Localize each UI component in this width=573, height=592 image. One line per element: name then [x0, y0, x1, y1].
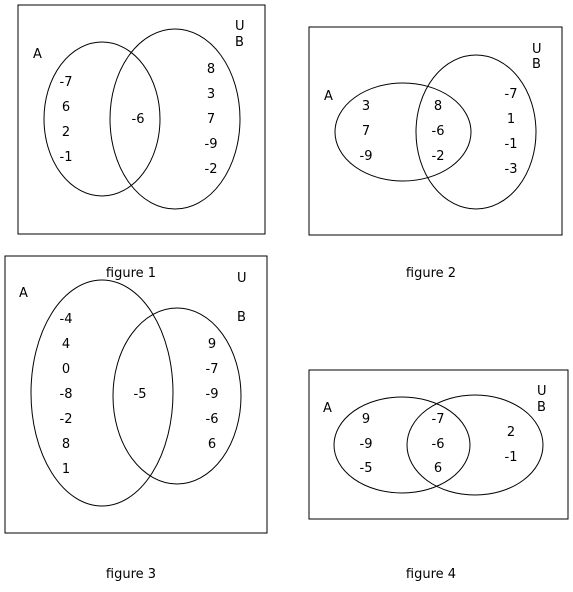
universe-box — [17, 4, 266, 235]
set-a-circle — [43, 41, 161, 197]
b-only-element: -6 — [206, 412, 219, 427]
intersection-element: -5 — [134, 387, 147, 402]
a-only-element: -7 — [60, 75, 73, 90]
b-only-element: 6 — [208, 437, 216, 452]
figure-1-caption: figure 1 — [106, 266, 156, 281]
universe-label: U — [237, 271, 247, 286]
a-only-element: -9 — [360, 437, 373, 452]
universe-box — [308, 369, 569, 520]
set-b-label: B — [237, 310, 246, 325]
b-only-element: 1 — [507, 112, 515, 127]
b-only-element: 3 — [207, 87, 215, 102]
b-only-element: 8 — [207, 62, 215, 77]
set-b-label: B — [537, 400, 546, 415]
set-b-circle — [415, 54, 537, 210]
figure-1: U A B -7 6 2 -1 -6 8 3 7 -9 -2 — [17, 4, 266, 235]
intersection-element: -6 — [432, 437, 445, 452]
a-only-element: -1 — [60, 150, 73, 165]
b-only-element: -7 — [505, 87, 518, 102]
a-only-element: -8 — [60, 387, 73, 402]
universe-label: U — [532, 42, 542, 57]
a-only-element: -4 — [60, 312, 73, 327]
set-a-label: A — [324, 89, 333, 104]
b-only-element: -7 — [206, 362, 219, 377]
b-only-element: -9 — [205, 137, 218, 152]
set-b-label: B — [235, 35, 244, 50]
a-only-element: -2 — [60, 412, 73, 427]
b-only-element: -1 — [505, 450, 518, 465]
set-b-label: B — [532, 57, 541, 72]
a-only-element: 4 — [62, 337, 70, 352]
universe-box — [308, 26, 563, 236]
intersection-element: -6 — [132, 112, 145, 127]
intersection-element: -2 — [432, 149, 445, 164]
a-only-element: -9 — [360, 149, 373, 164]
a-only-element: 1 — [62, 462, 70, 477]
figure-2-caption: figure 2 — [406, 266, 456, 281]
set-a-circle — [30, 279, 174, 507]
set-a-label: A — [19, 286, 28, 301]
b-only-element: -2 — [205, 162, 218, 177]
b-only-element: -9 — [206, 387, 219, 402]
set-b-circle — [406, 394, 544, 496]
b-only-element: -1 — [505, 137, 518, 152]
set-a-label: A — [323, 401, 332, 416]
a-only-element: 2 — [62, 125, 70, 140]
universe-box — [4, 255, 268, 534]
a-only-element: 0 — [62, 362, 70, 377]
a-only-element: 6 — [62, 100, 70, 115]
b-only-element: 2 — [507, 425, 515, 440]
set-b-circle — [112, 307, 242, 485]
intersection-element: -7 — [432, 412, 445, 427]
intersection-element: -6 — [432, 124, 445, 139]
b-only-element: 9 — [208, 337, 216, 352]
a-only-element: 9 — [362, 412, 370, 427]
set-a-circle — [333, 396, 471, 494]
figure-3: U A B -4 4 0 -8 -2 8 1 -5 9 -7 -9 -6 6 — [4, 255, 268, 534]
a-only-element: -5 — [360, 461, 373, 476]
b-only-element: -3 — [505, 162, 518, 177]
universe-label: U — [235, 19, 245, 34]
set-a-circle — [334, 82, 472, 182]
set-a-label: A — [33, 47, 42, 62]
a-only-element: 3 — [362, 99, 370, 114]
intersection-element: 8 — [434, 99, 442, 114]
intersection-element: 6 — [434, 461, 442, 476]
figure-2: U A B 3 7 -9 8 -6 -2 -7 1 -1 -3 — [308, 26, 563, 236]
b-only-element: 7 — [207, 112, 215, 127]
figure-3-caption: figure 3 — [106, 567, 156, 582]
caption-backdrop — [100, 263, 160, 279]
set-b-circle — [109, 28, 241, 210]
universe-label: U — [537, 384, 547, 399]
figure-4-caption: figure 4 — [406, 567, 456, 582]
a-only-element: 8 — [62, 437, 70, 452]
a-only-element: 7 — [362, 124, 370, 139]
figure-4: U A B 9 -9 -5 -7 -6 6 2 -1 — [308, 369, 569, 520]
